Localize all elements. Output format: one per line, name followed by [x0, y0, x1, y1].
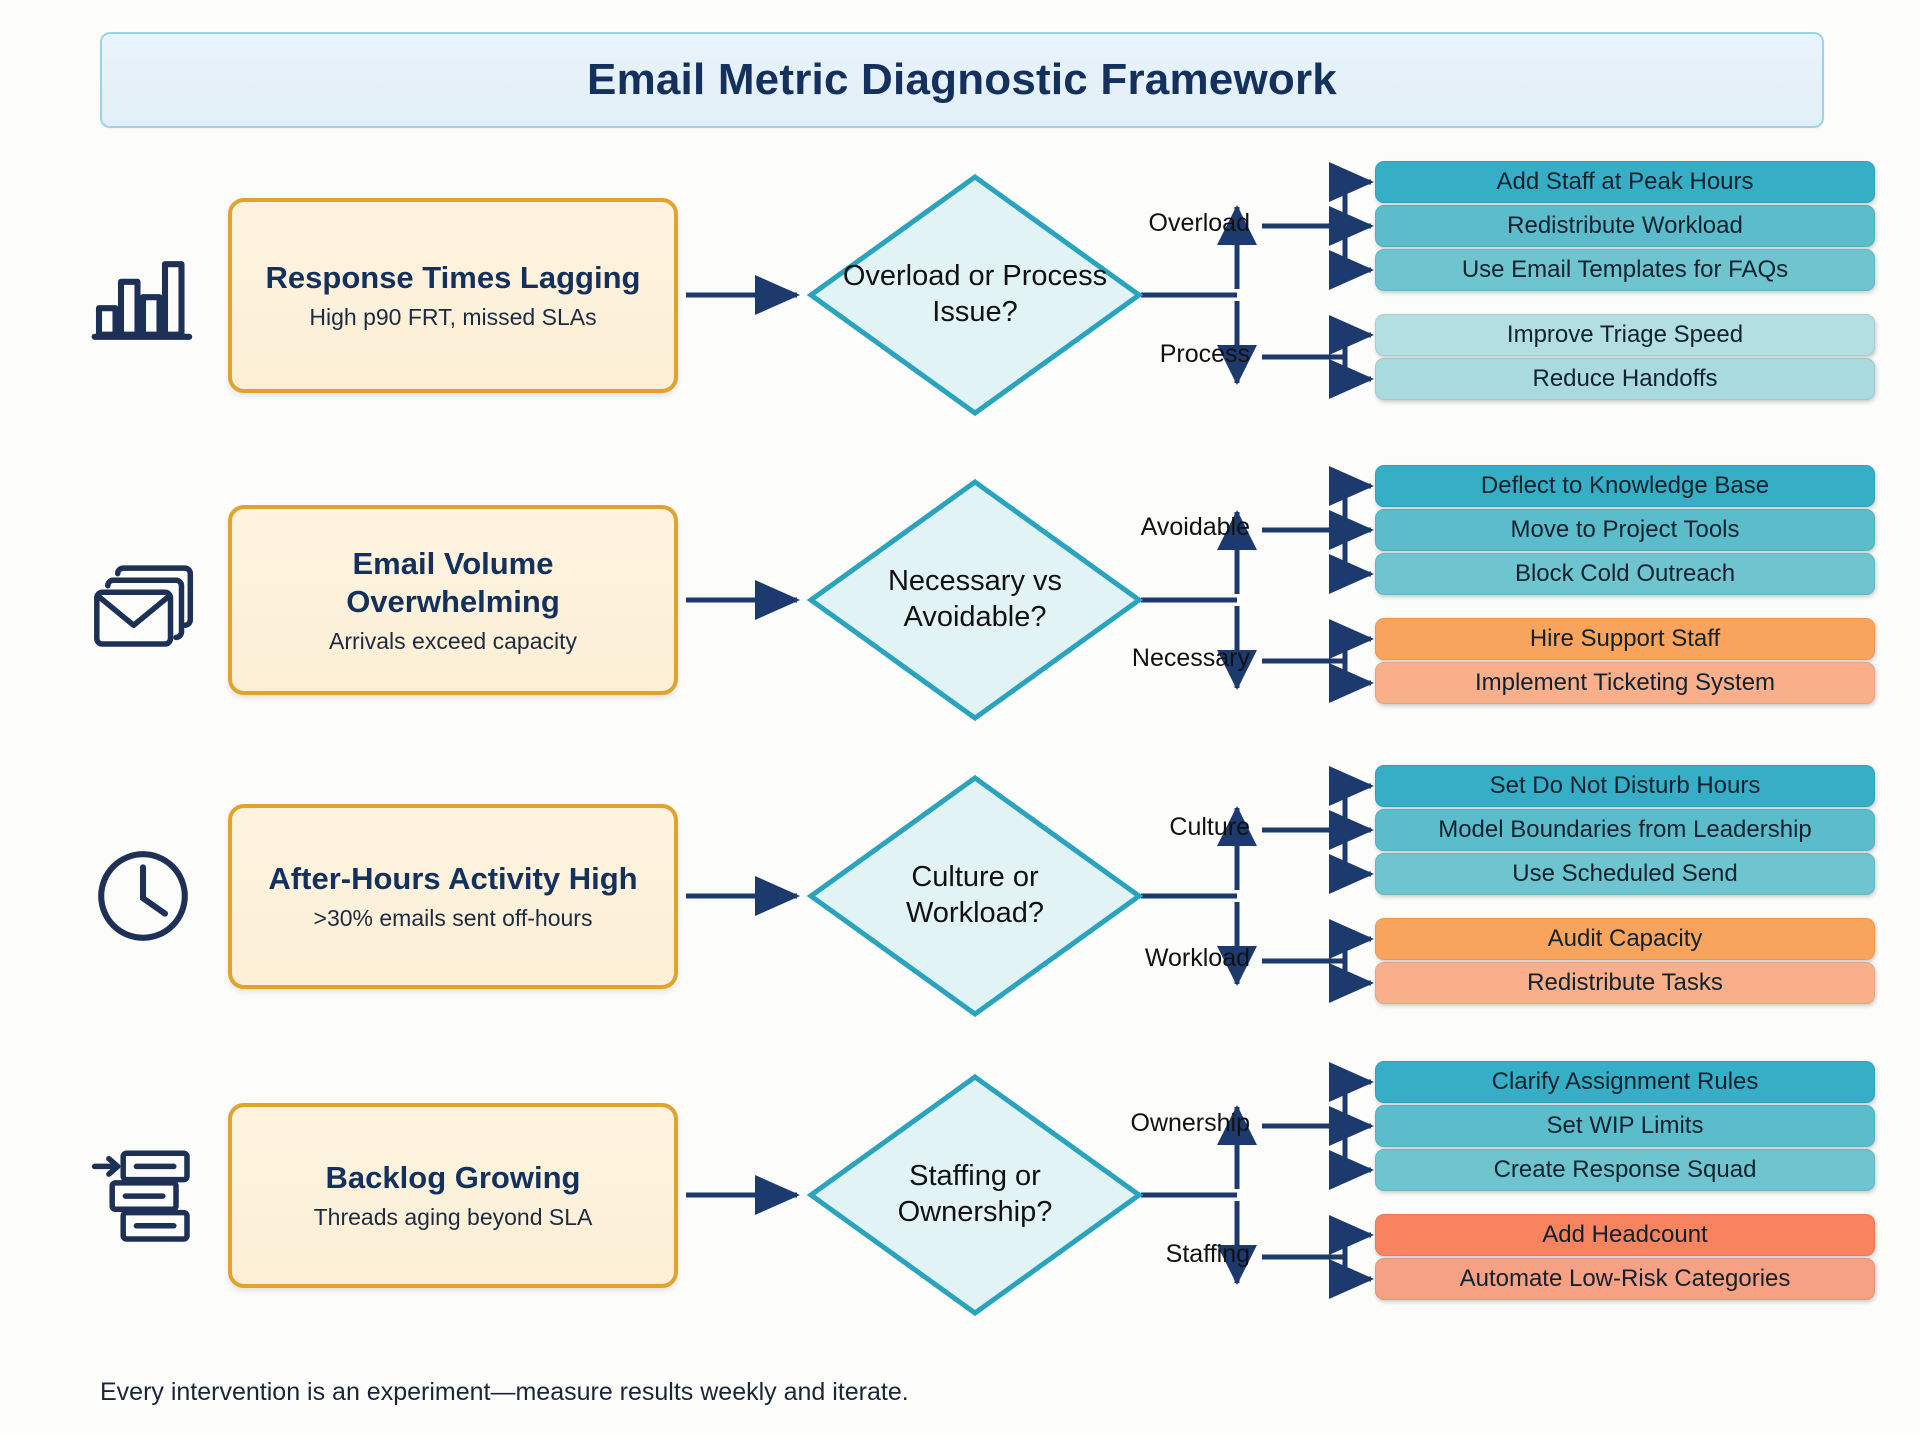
action-label: Set Do Not Disturb Hours	[1489, 772, 1761, 799]
action-pill[interactable]: Implement Ticketing System	[1375, 662, 1875, 704]
action-label: Use Scheduled Send	[1512, 860, 1738, 887]
problem-subtitle: High p90 FRT, missed SLAs	[309, 303, 597, 330]
action-pill[interactable]: Redistribute Tasks	[1375, 962, 1875, 1004]
action-label: Set WIP Limits	[1546, 1112, 1704, 1139]
action-label: Audit Capacity	[1547, 925, 1703, 952]
action-pill[interactable]: Clarify Assignment Rules	[1375, 1061, 1875, 1103]
action-pill[interactable]: Redistribute Workload	[1375, 205, 1875, 247]
problem-card[interactable]: After-Hours Activity High >30% emails sen…	[228, 803, 678, 989]
action-pill[interactable]: Set WIP Limits	[1375, 1105, 1875, 1147]
decision-label: Culture or Workload?	[905, 861, 1045, 929]
branch-label: Staffing	[1165, 1240, 1250, 1268]
action-label: Use Email Templates for FAQs	[1461, 256, 1789, 283]
footer-note: Every intervention is an experiment—meas…	[100, 1378, 909, 1406]
action-pill[interactable]: Block Cold Outreach	[1375, 553, 1875, 595]
bar-chart-icon	[88, 240, 198, 350]
action-label: Move to Project Tools	[1510, 516, 1740, 543]
branch-label: Process	[1159, 340, 1250, 368]
clock-icon	[88, 841, 198, 951]
decision-label: Staffing or Ownership?	[897, 1160, 1053, 1228]
action-label: Add Staff at Peak Hours	[1496, 168, 1754, 195]
action-label: Redistribute Workload	[1507, 212, 1743, 239]
action-pill[interactable]: Use Scheduled Send	[1375, 853, 1875, 895]
page-title: Email Metric Diagnostic Framework	[587, 55, 1337, 104]
decision-diamond[interactable]: Staffing or Ownership?	[807, 1073, 1143, 1317]
action-label: Block Cold Outreach	[1514, 560, 1736, 587]
action-label: Model Boundaries from Leadership	[1438, 816, 1812, 843]
stacked-mail-icon	[88, 545, 198, 655]
action-pill[interactable]: Automate Low-Risk Categories	[1375, 1258, 1875, 1300]
backlog-queue-icon	[88, 1140, 198, 1250]
action-label: Improve Triage Speed	[1506, 321, 1744, 348]
action-pill[interactable]: Create Response Squad	[1375, 1149, 1875, 1191]
problem-title: After-Hours Activity High	[268, 861, 638, 897]
branch-label: Necessary	[1131, 644, 1250, 672]
action-pill[interactable]: Use Email Templates for FAQs	[1375, 249, 1875, 291]
branch-label: Culture	[1169, 813, 1250, 841]
decision-diamond[interactable]: Culture or Workload?	[807, 774, 1143, 1018]
action-pill[interactable]: Audit Capacity	[1375, 918, 1875, 960]
action-label: Hire Support Staff	[1529, 625, 1721, 652]
branch-label: Workload	[1144, 944, 1250, 972]
action-label: Reduce Handoffs	[1532, 365, 1718, 392]
action-pill[interactable]: Set Do Not Disturb Hours	[1375, 765, 1875, 807]
action-pill[interactable]: Deflect to Knowledge Base	[1375, 465, 1875, 507]
action-pill[interactable]: Model Boundaries from Leadership	[1375, 809, 1875, 851]
action-label: Implement Ticketing System	[1474, 669, 1776, 696]
decision-label: Overload or Process Issue?	[842, 260, 1108, 328]
action-pill[interactable]: Hire Support Staff	[1375, 618, 1875, 660]
action-label: Deflect to Knowledge Base	[1480, 472, 1770, 499]
problem-subtitle: Arrivals exceed capacity	[329, 627, 577, 654]
action-label: Create Response Squad	[1493, 1156, 1757, 1183]
action-pill[interactable]: Add Headcount	[1375, 1214, 1875, 1256]
branch-label: Avoidable	[1140, 513, 1250, 541]
problem-title: Email Volume Overwhelming	[346, 546, 560, 619]
branch-label: Ownership	[1130, 1109, 1251, 1137]
problem-subtitle: >30% emails sent off-hours	[313, 904, 593, 931]
problem-title: Backlog Growing	[325, 1160, 581, 1196]
decision-diamond[interactable]: Necessary vs Avoidable?	[807, 478, 1143, 722]
branch-label: Overload	[1148, 209, 1250, 237]
problem-subtitle: Threads aging beyond SLA	[313, 1203, 593, 1230]
action-label: Clarify Assignment Rules	[1491, 1068, 1759, 1095]
decision-label: Necessary vs Avoidable?	[887, 565, 1063, 633]
action-pill[interactable]: Move to Project Tools	[1375, 509, 1875, 551]
action-pill[interactable]: Improve Triage Speed	[1375, 314, 1875, 356]
action-label: Add Headcount	[1542, 1221, 1708, 1248]
action-label: Redistribute Tasks	[1527, 969, 1723, 996]
action-pill[interactable]: Add Staff at Peak Hours	[1375, 161, 1875, 203]
action-pill[interactable]: Reduce Handoffs	[1375, 358, 1875, 400]
problem-title: Response Times Lagging	[265, 260, 641, 296]
action-label: Automate Low-Risk Categories	[1459, 1265, 1791, 1292]
page-title-banner: Email Metric Diagnostic Framework	[100, 32, 1824, 128]
decision-diamond[interactable]: Overload or Process Issue?	[807, 173, 1143, 417]
